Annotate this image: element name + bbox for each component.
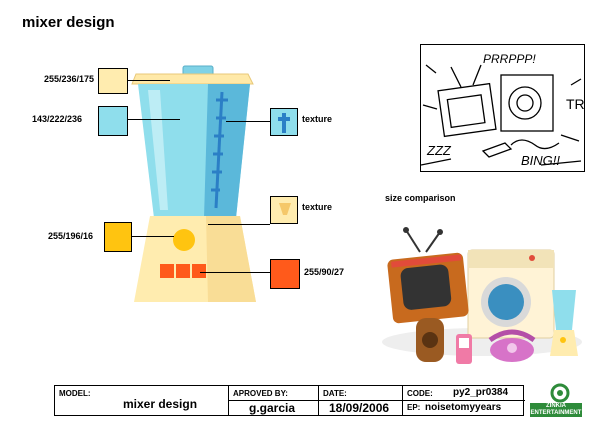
ep-value: noisetomyyears bbox=[425, 402, 502, 413]
jar-color-swatch bbox=[98, 106, 128, 136]
lid-color-swatch bbox=[98, 68, 128, 94]
keys-color-swatch bbox=[270, 259, 300, 289]
ep-heading: EP: bbox=[407, 403, 421, 412]
sketch-text-3: BING!! bbox=[521, 153, 560, 168]
approved-cell: APROVED BY: g.garcia bbox=[229, 386, 319, 415]
approved-divider bbox=[229, 400, 318, 401]
approved-heading: APROVED BY: bbox=[233, 389, 288, 398]
base-texture-mark bbox=[279, 203, 291, 215]
lid-color-label: 255/236/175 bbox=[44, 74, 95, 84]
radio-icon bbox=[416, 318, 444, 362]
jar-texture-leader-line bbox=[226, 121, 270, 122]
sketch-text-2: ZZZ bbox=[426, 143, 452, 158]
keys-color-label: 255/90/27 bbox=[304, 267, 345, 277]
page-title: mixer design bbox=[22, 14, 115, 31]
mixer-measure-marks bbox=[211, 91, 228, 209]
sketch-text-1: PRRPPP! bbox=[483, 52, 536, 66]
button-color-label: 255/196/16 bbox=[48, 231, 94, 241]
logo-line-2: ENTERTAINMENT bbox=[530, 410, 582, 416]
jar-color-label: 143/222/236 bbox=[32, 114, 83, 124]
model-heading: MODEL: bbox=[59, 389, 91, 398]
base-texture-leader-line bbox=[208, 224, 270, 225]
base-texture-swatch bbox=[270, 196, 298, 224]
mixer-jar-highlight bbox=[148, 90, 168, 210]
jar-texture-label: texture bbox=[302, 114, 333, 124]
model-value: mixer design bbox=[123, 397, 198, 411]
size-comparison-illustration bbox=[382, 227, 582, 364]
code-cell: CODE: py2_pr0384 EP: noisetomyyears bbox=[403, 386, 525, 415]
jar-texture-mark bbox=[278, 113, 290, 133]
mixer-illustration bbox=[131, 65, 256, 302]
mixer-base-shade bbox=[206, 216, 256, 302]
date-divider bbox=[319, 400, 402, 401]
code-heading: CODE: bbox=[407, 389, 433, 398]
title-block: MODEL: mixer design APROVED BY: g.garcia… bbox=[54, 385, 525, 416]
mixer-button bbox=[173, 229, 195, 251]
keys-leader-line bbox=[200, 272, 270, 273]
size-comparison-title: size comparison bbox=[385, 193, 456, 203]
model-cell: MODEL: mixer design bbox=[55, 386, 229, 415]
mobile-phone-icon bbox=[456, 334, 472, 364]
sketch-drawing: PRRPPP! ZZZ BING!! TR bbox=[421, 52, 585, 168]
storyboard-sketch: PRRPPP! ZZZ BING!! TR bbox=[420, 44, 585, 172]
mixer-jar-shade bbox=[204, 84, 250, 218]
washing-machine-icon bbox=[467, 249, 555, 339]
sketch-text-4: TR bbox=[566, 96, 585, 112]
code-divider bbox=[403, 400, 525, 401]
approved-value: g.garcia bbox=[249, 401, 296, 415]
zinkia-logo-mark bbox=[530, 383, 582, 417]
mixer-lid bbox=[131, 73, 254, 85]
button-color-swatch bbox=[104, 222, 132, 252]
jar-leader-line bbox=[128, 119, 180, 120]
telephone-icon bbox=[488, 329, 536, 362]
base-texture-label: texture bbox=[302, 202, 333, 212]
mixer-keys bbox=[160, 264, 206, 278]
tv-icon bbox=[387, 227, 469, 324]
date-cell: DATE: 18/09/2006 bbox=[319, 386, 403, 415]
button-leader-line bbox=[132, 236, 174, 237]
date-heading: DATE: bbox=[323, 389, 347, 398]
code-value: py2_pr0384 bbox=[453, 387, 509, 398]
small-mixer-icon bbox=[550, 290, 578, 356]
lid-leader-line bbox=[128, 80, 170, 81]
logo-line-1: ZINKIA bbox=[546, 403, 566, 409]
zinkia-logo: ZINKIA ENTERTAINMENT bbox=[528, 383, 584, 419]
date-value: 18/09/2006 bbox=[329, 401, 390, 415]
jar-texture-swatch bbox=[270, 108, 298, 136]
